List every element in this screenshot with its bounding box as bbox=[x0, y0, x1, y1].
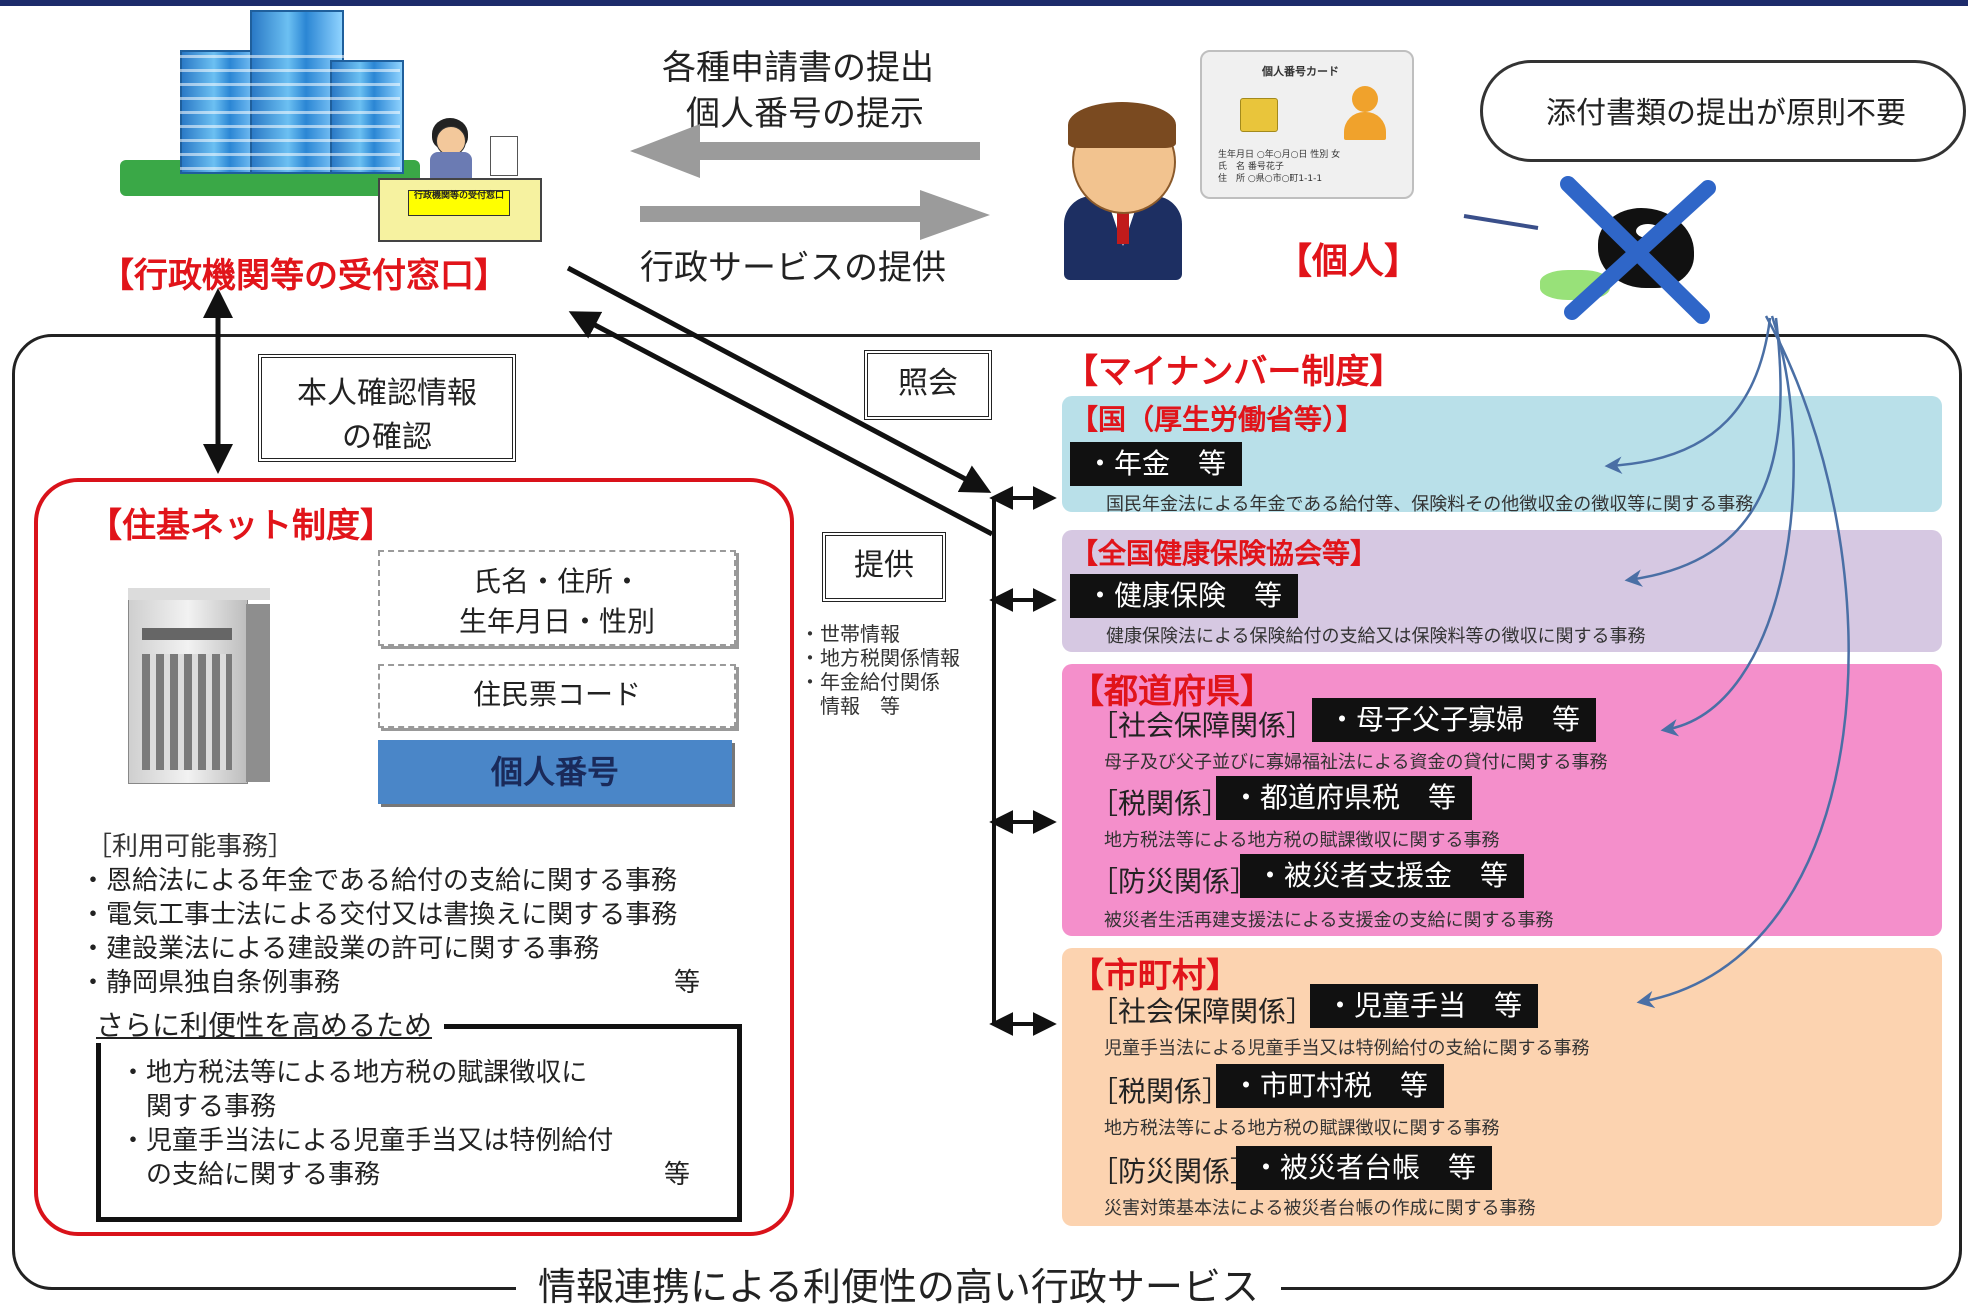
person-thief-line bbox=[1463, 214, 1539, 230]
juki-net-title: 【住基ネット制度】 bbox=[88, 506, 394, 546]
pref-tag-1: ・母子父子寡婦 等 bbox=[1312, 698, 1597, 742]
resident-code-label: 住民票コード bbox=[472, 678, 641, 711]
cloud-bubble bbox=[1480, 60, 1966, 162]
verify-box: 本人確認情報 の確認 bbox=[258, 354, 516, 462]
card-photo-icon bbox=[1342, 84, 1388, 142]
city-tag-3: ・被災者台帳 等 bbox=[1236, 1146, 1493, 1190]
provide-arrow bbox=[568, 311, 994, 537]
inquiry-label: 照会 bbox=[898, 366, 958, 401]
provided-item-3: ・年金給付関係 bbox=[800, 670, 940, 694]
provided-item-2: ・地方税関係情報 bbox=[800, 646, 960, 670]
my-number-label: 個人番号 bbox=[490, 753, 619, 791]
verify-line-2: の確認 bbox=[342, 420, 432, 455]
inquiry-arrow bbox=[566, 265, 992, 493]
pref-note-2: 地方税法等による地方税の賦課徴収に関する事務 bbox=[1104, 830, 1500, 851]
kyokai-note: 健康保険法による保険給付の支給又は保険料等の徴収に関する事務 bbox=[1106, 626, 1646, 647]
cloud-text: 添付書類の提出が原則不要 bbox=[1546, 96, 1906, 131]
curve-to-city bbox=[1636, 315, 1850, 1009]
usable-item-1: ・恩給法による年金である給付の支給に関する事務 bbox=[80, 866, 677, 896]
government-building-icon bbox=[120, 10, 420, 200]
card-line-2: 氏 名 番号花子 bbox=[1218, 162, 1284, 172]
pref-note-3: 被災者生活再建支援法による支援金の支給に関する事務 bbox=[1104, 910, 1554, 931]
city-tag-1: ・児童手当 等 bbox=[1310, 984, 1539, 1028]
curve-to-kyokai bbox=[1624, 317, 1782, 587]
pref-note-1: 母子及び父子並びに寡婦福祉法による資金の貸付に関する事務 bbox=[1104, 752, 1608, 773]
verify-line-1: 本人確認情報 bbox=[297, 376, 477, 411]
kyokai-title: 【全国健康保険協会等】 bbox=[1070, 537, 1379, 570]
city-note-2: 地方税法等による地方税の賦課徴収に関する事務 bbox=[1104, 1118, 1500, 1139]
kuni-title: 【国（厚生労働省等）】 bbox=[1070, 403, 1365, 436]
person-icon bbox=[1050, 100, 1195, 280]
provided-item-4: 情報 等 bbox=[800, 694, 900, 718]
city-tag-2: ・市町村税 等 bbox=[1216, 1064, 1445, 1108]
improve-item-3: ・児童手当法による児童手当又は特例給付 bbox=[120, 1126, 614, 1156]
submit-text-1: 各種申請書の提出 bbox=[662, 48, 934, 88]
service-arrow bbox=[640, 190, 990, 240]
usable-item-3: ・建設業法による建設業の許可に関する事務 bbox=[80, 934, 600, 964]
server-icon bbox=[120, 588, 280, 788]
improve-heading: さらに利便性を高めるため bbox=[84, 1008, 445, 1043]
city-cat-3: ［防災関係］ bbox=[1090, 1155, 1259, 1188]
name-address-line-1: 氏名・住所・ bbox=[472, 565, 641, 598]
kuni-tag: ・年金 等 bbox=[1070, 442, 1243, 486]
card-title: 個人番号カード bbox=[1262, 65, 1339, 78]
improve-item-2: 関する事務 bbox=[120, 1092, 277, 1122]
top-border bbox=[0, 0, 1968, 6]
my-number-box: 個人番号 bbox=[378, 740, 732, 804]
name-address-box: 氏名・住所・ 生年月日・性別 bbox=[378, 550, 736, 646]
mynumber-title: 【マイナンバー制度】 bbox=[1064, 352, 1404, 392]
city-title: 【市町村】 bbox=[1070, 956, 1240, 996]
city-cat-2: ［税関係］ bbox=[1090, 1075, 1231, 1108]
name-address-line-2: 生年月日・性別 bbox=[458, 605, 655, 638]
person-label: 【個人】 bbox=[1276, 241, 1421, 282]
provide-box: 提供 bbox=[822, 532, 946, 602]
provide-label: 提供 bbox=[854, 548, 914, 583]
pref-tag-2: ・都道府県税 等 bbox=[1216, 776, 1473, 820]
pref-cat-1: ［社会保障関係］ bbox=[1090, 709, 1315, 742]
inquiry-box: 照会 bbox=[864, 350, 992, 420]
improve-item-1: ・地方税法等による地方税の賦課徴収に bbox=[120, 1058, 588, 1088]
pref-tag-3: ・被災者支援金 等 bbox=[1240, 854, 1525, 898]
usable-heading: ［利用可能事務］ bbox=[86, 832, 295, 862]
prohibited-x-icon bbox=[1560, 176, 1716, 324]
mynumber-card: 個人番号カード 生年月日 ○年○月○日 性別 女 氏 名 番号花子 住 所 ○県… bbox=[1200, 50, 1414, 199]
usable-item-4: ・静岡県独自条例事務 bbox=[80, 968, 341, 998]
improve-item-4: の支給に関する事務 bbox=[120, 1160, 381, 1190]
improve-etc: 等 bbox=[664, 1160, 691, 1190]
city-note-1: 児童手当法による児童手当又は特例給付の支給に関する事務 bbox=[1104, 1038, 1590, 1059]
pref-cat-2: ［税関係］ bbox=[1090, 787, 1231, 820]
card-line-3: 住 所 ○県○市○町1-1-1 bbox=[1218, 174, 1323, 184]
card-line-1: 生年月日 ○年○月○日 性別 女 bbox=[1218, 150, 1341, 160]
provided-items: ・世帯情報 ・地方税関係情報 ・年金給付関係 情報 等 bbox=[800, 622, 960, 718]
resident-code-box: 住民票コード bbox=[378, 664, 736, 728]
office-label: 【行政機関等の受付窓口】 bbox=[100, 256, 508, 296]
city-cat-1: ［社会保障関係］ bbox=[1090, 995, 1315, 1028]
curve-to-kuni bbox=[1604, 317, 1772, 474]
chip-icon bbox=[1240, 98, 1278, 132]
reception-desk-icon: 行政機関等の受付窓口 bbox=[378, 112, 542, 242]
kyokai-tag: ・健康保険 等 bbox=[1070, 574, 1299, 618]
provided-item-1: ・世帯情報 bbox=[800, 622, 900, 646]
service-text: 行政サービスの提供 bbox=[640, 248, 946, 288]
submit-arrow bbox=[630, 124, 980, 178]
usable-etc: 等 bbox=[674, 968, 701, 998]
curve-to-pref bbox=[1660, 315, 1795, 737]
desk-sign: 行政機関等の受付窓口 bbox=[408, 190, 510, 216]
city-note-3: 災害対策基本法による被災者台帳の作成に関する事務 bbox=[1104, 1198, 1536, 1219]
pref-title: 【都道府県】 bbox=[1070, 672, 1274, 712]
kuni-note: 国民年金法による年金である給付等、保険料その他徴収金の徴収等に関する事務 bbox=[1106, 494, 1754, 515]
pref-cat-3: ［防災関係］ bbox=[1090, 865, 1259, 898]
usable-item-2: ・電気工事士法による交付又は書換えに関する事務 bbox=[80, 900, 678, 930]
submit-text-2: 個人番号の提示 bbox=[686, 94, 924, 134]
